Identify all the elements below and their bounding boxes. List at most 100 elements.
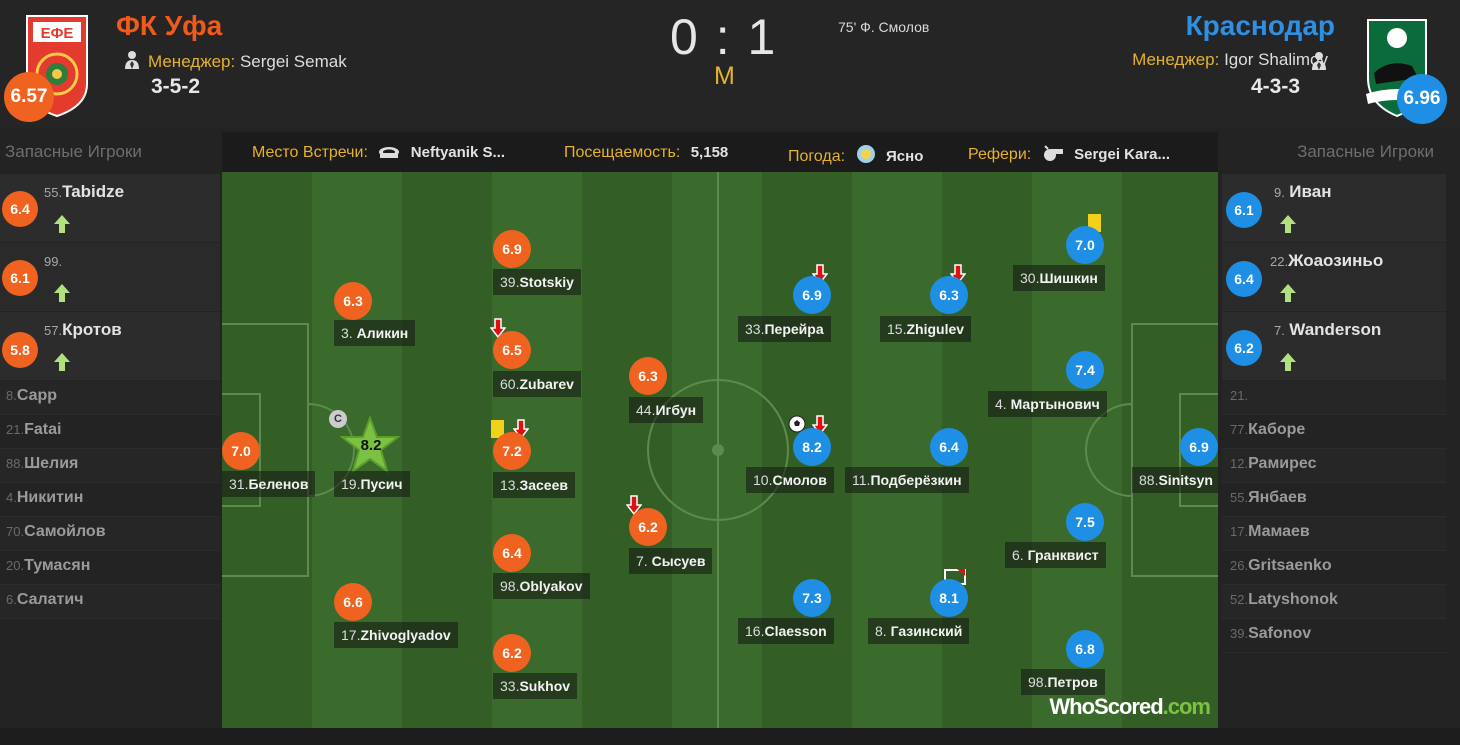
player-rating: 8.1 [930,579,968,617]
sub-name[interactable]: Шелия [24,455,79,472]
sub-row[interactable]: 52.Latyshonok [1222,585,1446,619]
sub-number: 9. [1274,185,1285,200]
sub-name[interactable]: Кротов [62,320,122,339]
player-label[interactable]: 7. Сысуев [629,548,713,574]
sub-name[interactable]: Safonov [1248,625,1312,642]
player-name: Шишкин [1039,270,1098,286]
player-label[interactable]: 31.Беленов [222,471,316,497]
home-team-name[interactable]: ФК Уфа [116,10,223,41]
sub-off-arrow-icon [490,318,506,338]
sub-name[interactable]: Самойлов [24,523,106,540]
sub-number: 99. [44,254,63,269]
sub-number: 7. [1274,323,1285,338]
player-label[interactable]: 10.Смолов [746,467,834,493]
player-rating: 7.3 [793,579,831,617]
manager-label: Менеджер: [148,52,236,71]
sub-name[interactable]: Сарр [16,387,58,404]
sub-row[interactable]: 6.1 9. Иван [1222,174,1446,242]
sub-name[interactable]: Иван [1289,182,1332,201]
player-label[interactable]: 8. Газинский [868,618,970,644]
sub-row[interactable]: 88.Шелия [0,449,220,483]
sub-name[interactable]: Жоаозиньо [1288,251,1384,270]
player-number: 3. [341,325,353,341]
referee-label: Рефери: [968,146,1032,163]
home-subs-title: Запасные Игроки [5,142,142,161]
sub-row[interactable]: 6.1 99. [0,243,220,311]
sub-row[interactable]: 77.Каборе [1222,415,1446,449]
sub-name[interactable]: Никитин [16,489,84,506]
player-number: 8. [875,623,887,639]
player-number: 33. [500,678,520,694]
player-label[interactable]: 11.Подберёзкин [845,467,969,493]
watermark-suffix: .com [1162,694,1211,719]
sub-row[interactable]: 55.Янбаев [1222,483,1446,517]
man-of-match-star-icon [340,416,400,474]
sub-number: 88. [6,456,25,471]
sub-row[interactable]: 26.Gritsaenko [1222,551,1446,585]
home-manager: Менеджер: Sergei Semak [124,50,347,72]
sub-row[interactable]: 5.8 57.Кротов [0,312,220,380]
sub-name[interactable]: Wanderson [1289,320,1382,339]
sub-number: 12. [1230,456,1249,471]
sub-row[interactable]: 6.4 55.Tabidze [0,174,220,242]
player-rating: 6.9 [1180,428,1218,466]
player-label[interactable]: 60.Zubarev [493,371,581,397]
player-label[interactable]: 33.Перейра [738,316,831,342]
captain-badge: C [329,410,347,428]
sub-row[interactable]: 70.Самойлов [0,517,220,551]
player-rating: 6.4 [493,534,531,572]
sub-row[interactable]: 6.Салатич [0,585,220,619]
sub-row[interactable]: 17.Мамаев [1222,517,1446,551]
sub-row[interactable]: 6.4 22.Жоаозиньо [1222,243,1446,311]
whoscored-logo[interactable]: WhoScored.com [1049,694,1211,720]
sub-row[interactable]: 21. [1222,381,1446,415]
watermark-brand: WhoScored [1049,694,1163,719]
player-label[interactable]: 98.Oblyakov [493,573,590,599]
player-label[interactable]: 17.Zhivoglyadov [334,622,458,648]
sub-name[interactable]: Рамирес [1248,455,1317,472]
sub-name[interactable]: Мамаев [1248,523,1310,540]
away-team-name[interactable]: Краснодар [1185,10,1335,41]
away-formation: 4-3-3 [1250,75,1300,98]
player-label[interactable]: 44.Игбун [629,397,704,423]
player-label[interactable]: 16.Claesson [738,618,834,644]
away-manager-name[interactable]: Igor Shalimov [1224,50,1328,69]
home-manager-name[interactable]: Sergei Semak [239,52,347,71]
player-label[interactable]: 4. Мартынович [988,391,1107,417]
referee-info: Рефери: Sergei Kara... [968,144,1170,164]
player-label[interactable]: 88.Sinitsyn [1132,467,1218,493]
sub-rating: 6.1 [1226,192,1262,228]
venue-info: Место Встречи: Neftyanik S... [252,144,505,162]
sub-name[interactable]: Fatai [24,421,62,438]
player-label[interactable]: 19.Пусич [334,471,410,497]
player-label[interactable]: 15.Zhigulev [880,316,972,342]
goal-ball-icon [788,415,806,433]
sub-row[interactable]: 39.Safonov [1222,619,1446,653]
player-label[interactable]: 98.Петров [1021,669,1105,695]
pitch: 7.0 31.Беленов 8.2 C 19.Пусич 6.3 3. Али… [222,172,1218,728]
sub-name[interactable]: Tabidze [62,182,125,201]
sub-row[interactable]: 4.Никитин [0,483,220,517]
player-label[interactable]: 3. Аликин [334,320,416,346]
sub-name[interactable]: Gritsaenko [1248,557,1332,574]
sub-name[interactable]: Latyshonok [1248,591,1338,608]
sub-row[interactable]: 12.Рамирес [1222,449,1446,483]
player-label[interactable]: 6. Гранквист [1005,542,1106,568]
player-number: 4. [995,396,1007,412]
sub-row[interactable]: 21.Fatai [0,415,220,449]
sub-name[interactable]: Янбаев [1248,489,1307,506]
sub-row[interactable]: 20.Тумасян [0,551,220,585]
sub-row[interactable]: 8.Сарр [0,381,220,415]
player-label[interactable]: 30.Шишкин [1013,265,1105,291]
player-label[interactable]: 39.Stotskiy [493,269,581,295]
player-name: Беленов [248,476,309,492]
player-label[interactable]: 13.Засеев [493,472,575,498]
player-rating: 6.2 [629,508,667,546]
sub-name[interactable]: Тумасян [24,557,91,574]
player-number: 11. [852,472,871,488]
sub-row[interactable]: 6.2 7. Wanderson [1222,312,1446,380]
player-label[interactable]: 33.Sukhov [493,673,578,699]
sub-name[interactable]: Салатич [16,591,84,608]
sub-name[interactable]: Каборе [1248,421,1306,438]
player-rating: 6.3 [930,276,968,314]
